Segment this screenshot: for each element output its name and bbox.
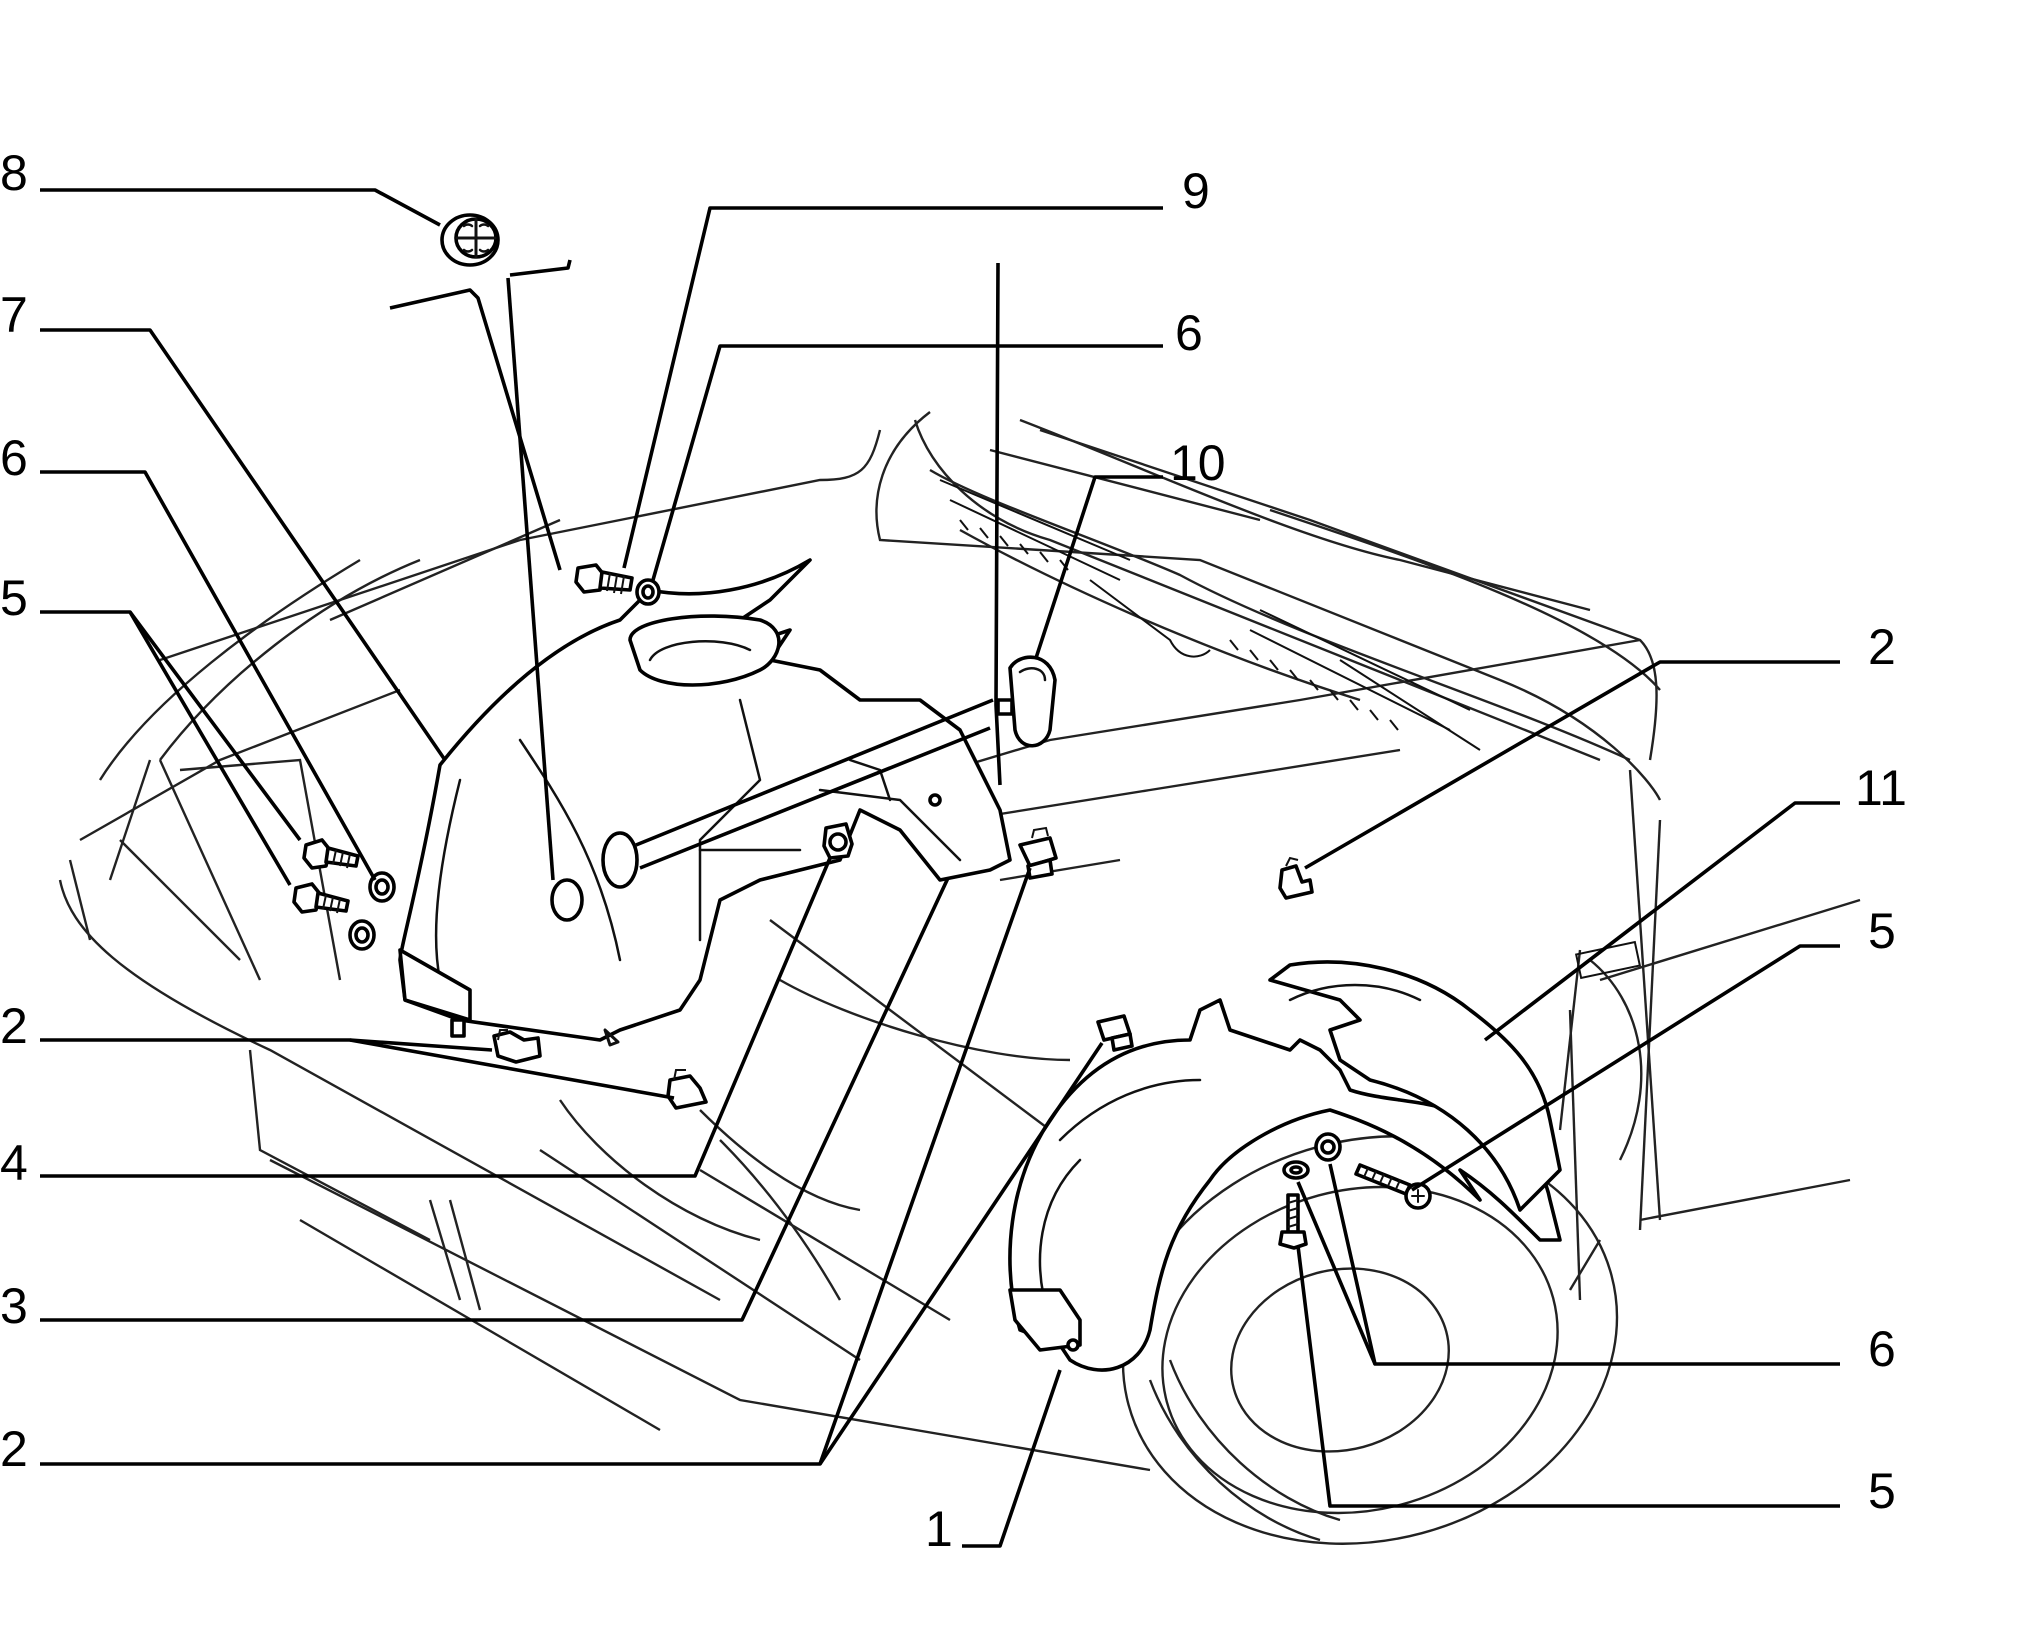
callout-5-left: 5 xyxy=(0,570,28,626)
callout-10: 10 xyxy=(1170,435,1226,491)
washers-left xyxy=(348,871,396,951)
oval-plug xyxy=(996,655,1057,748)
leader-lines xyxy=(40,188,1840,1548)
callout-3: 3 xyxy=(0,1278,28,1334)
washers-right xyxy=(1282,1132,1342,1180)
wheel-arch-liner-right xyxy=(1008,960,1562,1372)
callout-5-bottom-right: 5 xyxy=(1868,1463,1896,1519)
callout-2-right-top: 2 xyxy=(1868,619,1896,675)
callout-6-left: 6 xyxy=(0,430,28,486)
callout-7: 7 xyxy=(0,287,28,343)
callout-6-top-right: 6 xyxy=(1175,305,1203,361)
screws-left xyxy=(292,838,360,914)
callout-2-left: 2 xyxy=(0,998,28,1054)
grommet-cap xyxy=(440,213,500,267)
callout-4: 4 xyxy=(0,1135,28,1191)
callout-9: 9 xyxy=(1182,163,1210,219)
callout-8: 8 xyxy=(0,145,28,201)
windshield-wiper-area xyxy=(939,479,1481,751)
callout-labels: 8 9 7 6 6 10 5 2 11 5 2 4 3 6 2 5 1 xyxy=(0,145,1907,1557)
car-body-outline xyxy=(58,411,1861,1472)
rivet-nut xyxy=(822,822,854,860)
callout-5-right: 5 xyxy=(1868,903,1896,959)
callout-6-bottom-right: 6 xyxy=(1868,1321,1896,1377)
callout-1: 1 xyxy=(925,1501,953,1557)
hex-bolt-top xyxy=(574,563,634,595)
screws-right xyxy=(1278,1163,1432,1250)
callout-2-bottom: 2 xyxy=(0,1421,28,1477)
callout-11: 11 xyxy=(1855,760,1907,816)
wheel-arch-liner-left xyxy=(398,558,1012,1047)
